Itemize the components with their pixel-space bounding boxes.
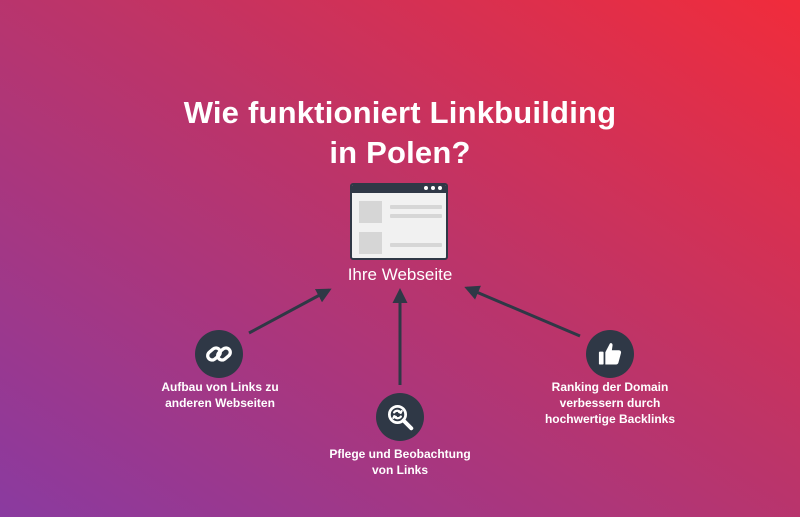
placeholder-image [359,201,382,223]
title-line-2: in Polen? [329,135,471,170]
browser-window-icon [350,183,448,260]
browser-dots [424,186,442,190]
placeholder-line [390,214,442,218]
caption-link-building: Aufbau von Links zu anderen Webseiten [161,380,279,410]
caption-ranking: Ranking der Domain verbessern durch hoch… [544,380,676,426]
website-label: Ihre Webseite [347,265,453,284]
browser-title-bar [352,185,446,193]
magnifier-refresh-icon [376,393,424,441]
arrow-right [464,285,581,338]
thumbs-up-icon [586,330,634,378]
page-title: Wie funktioniert Linkbuilding in Polen? [0,93,800,173]
caption-link-maintenance: Pflege und Beobachtung von Links [329,447,471,477]
title-line-1: Wie funktioniert Linkbuilding [183,95,617,130]
placeholder-line [390,205,442,209]
arrow-left [248,288,332,335]
placeholder-line [390,243,442,247]
placeholder-image [359,232,382,254]
link-chain-icon [195,330,243,378]
